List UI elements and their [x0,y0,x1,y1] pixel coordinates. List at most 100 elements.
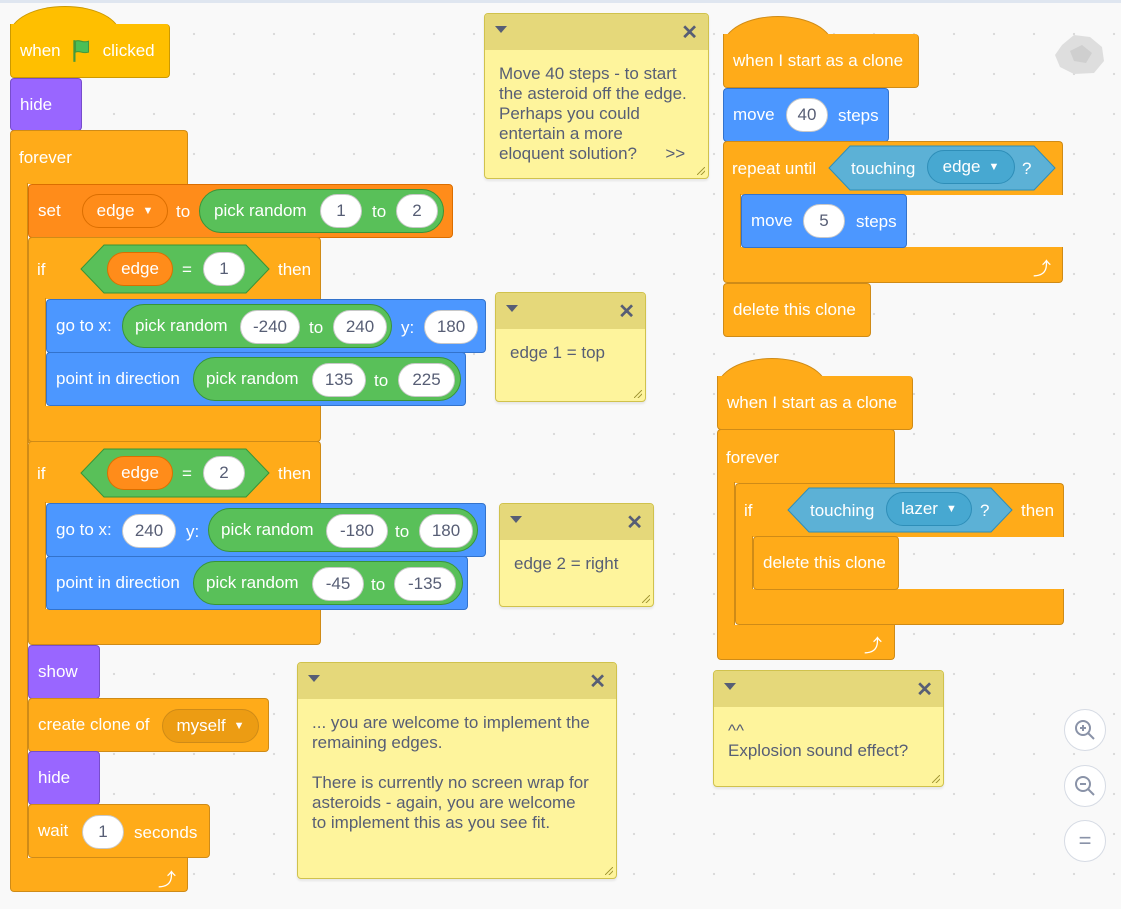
repeat-footer [723,247,1063,283]
when-flag-clicked-block[interactable]: when clicked [10,24,170,78]
repeat-arm [723,194,741,254]
seconds-label: seconds [134,823,198,842]
pick-random-label: pick random [206,369,299,388]
move-steps-input[interactable]: 5 [803,204,845,238]
go-to-x-label: go to x: [56,520,112,539]
equals-value-input[interactable]: 1 [203,252,245,286]
when-start-as-clone-block[interactable]: when I start as a clone [717,376,913,430]
random-max-input[interactable]: 240 [333,310,387,344]
close-icon[interactable]: ✕ [681,22,698,44]
hat-label: when I start as a clone [727,392,898,412]
resize-handle-icon[interactable] [932,775,940,783]
note-text[interactable]: ^^ Explosion sound effect? [728,721,909,760]
delete-clone-block[interactable]: delete this clone [723,283,871,337]
random-min-input[interactable]: -180 [326,514,388,548]
zoom-reset-button[interactable]: = [1064,820,1106,862]
y-label: y: [401,318,415,337]
forever-footer [10,858,188,892]
comment-note-2[interactable]: ✕ edge 1 = top [495,292,646,402]
collapse-icon[interactable] [506,305,518,312]
if-arm-2 [28,502,46,642]
zoom-out-button[interactable] [1064,765,1106,807]
y-input[interactable]: 180 [424,310,478,344]
point-in-direction-label: point in direction [56,369,180,388]
comment-note-3[interactable]: ✕ edge 2 = right [499,503,654,607]
move-steps-input[interactable]: 40 [786,98,828,132]
show-block[interactable]: show [28,645,100,699]
note-text[interactable]: edge 1 = top [510,343,606,362]
wait-label: wait [38,821,69,840]
show-label: show [38,662,78,681]
resize-handle-icon[interactable] [697,167,705,175]
to-label: to [372,202,387,221]
repeat-until-label: repeat until [732,159,817,178]
forever-block[interactable] [717,429,895,483]
hide-label: hide [20,94,53,114]
hide-block-2[interactable]: hide [28,751,100,805]
collapse-icon[interactable] [510,516,522,523]
resize-handle-icon[interactable] [634,390,642,398]
note-text[interactable]: edge 2 = right [514,554,619,573]
when-start-as-clone-block[interactable]: when I start as a clone [723,34,919,88]
point-in-direction-label: point in direction [56,573,180,592]
comment-note-1[interactable]: ✕ Move 40 steps - to start the asteroid … [484,13,709,179]
random-max-input[interactable]: -135 [394,567,456,601]
note-header[interactable]: ✕ [298,663,616,699]
if-label: if [37,464,46,483]
variable-dropdown[interactable]: edge ▼ [82,194,168,228]
to-label: to [395,522,410,541]
close-icon[interactable]: ✕ [589,671,606,693]
variable-name: edge [96,201,135,220]
touching-label: touching [851,159,916,178]
forever-footer [717,625,895,660]
to-label: to [176,202,191,221]
random-min-input[interactable]: 135 [312,363,366,397]
comment-note-4[interactable]: ✕ ... you are welcome to implement the r… [297,662,617,879]
wait-seconds-input[interactable]: 1 [82,815,124,849]
close-icon[interactable]: ✕ [916,679,933,701]
edge-variable-reporter[interactable]: edge [107,456,173,490]
random-max-input[interactable]: 2 [396,194,438,228]
note-header[interactable]: ✕ [500,504,653,540]
comment-note-5[interactable]: ✕ ^^ Explosion sound effect? [713,670,944,787]
note-header[interactable]: ✕ [714,671,943,707]
touching-target-dropdown[interactable]: lazer▼ [886,492,972,526]
collapse-icon[interactable] [724,683,736,690]
note-header[interactable]: ✕ [496,293,645,329]
hide-block[interactable]: hide [10,78,82,131]
equals-sign: = [182,260,192,279]
touching-label: touching [810,501,875,520]
forever-label: forever [726,448,779,467]
random-min-input[interactable]: -240 [240,310,300,344]
x-input[interactable]: 240 [122,514,176,548]
resize-handle-icon[interactable] [642,595,650,603]
move-block[interactable]: move [723,88,889,142]
question-mark: ? [1022,159,1032,178]
then-label: then [1021,501,1055,520]
edge-variable-reporter[interactable]: edge [107,252,173,286]
zoom-in-button[interactable] [1064,709,1106,751]
collapse-icon[interactable] [308,675,320,682]
if-footer-2 [28,609,321,645]
random-max-input[interactable]: 180 [419,514,473,548]
resize-handle-icon[interactable] [605,867,613,875]
random-min-input[interactable]: -45 [312,567,364,601]
close-icon[interactable]: ✕ [626,512,643,534]
then-label: then [278,464,312,483]
forever-block[interactable] [10,130,188,184]
random-max-input[interactable]: 225 [398,363,455,397]
collapse-icon[interactable] [495,26,507,33]
clone-target-dropdown[interactable]: myself▼ [162,709,259,743]
equals-value-input[interactable]: 2 [203,456,245,490]
random-min-input[interactable]: 1 [320,194,362,228]
when-label: when [20,40,61,60]
note-text[interactable]: ... you are welcome to implement the rem… [312,713,590,832]
loop-arrow-icon: ⤴ [864,636,882,656]
close-icon[interactable]: ✕ [618,301,635,323]
if-footer [735,589,1064,625]
touching-target-dropdown[interactable]: edge▼ [927,150,1015,184]
note-header[interactable]: ✕ [485,14,708,50]
note-text[interactable]: Move 40 steps - to start the asteroid of… [499,64,687,163]
delete-clone-block[interactable]: delete this clone [753,536,899,590]
dropdown-caret-icon: ▼ [142,205,154,217]
